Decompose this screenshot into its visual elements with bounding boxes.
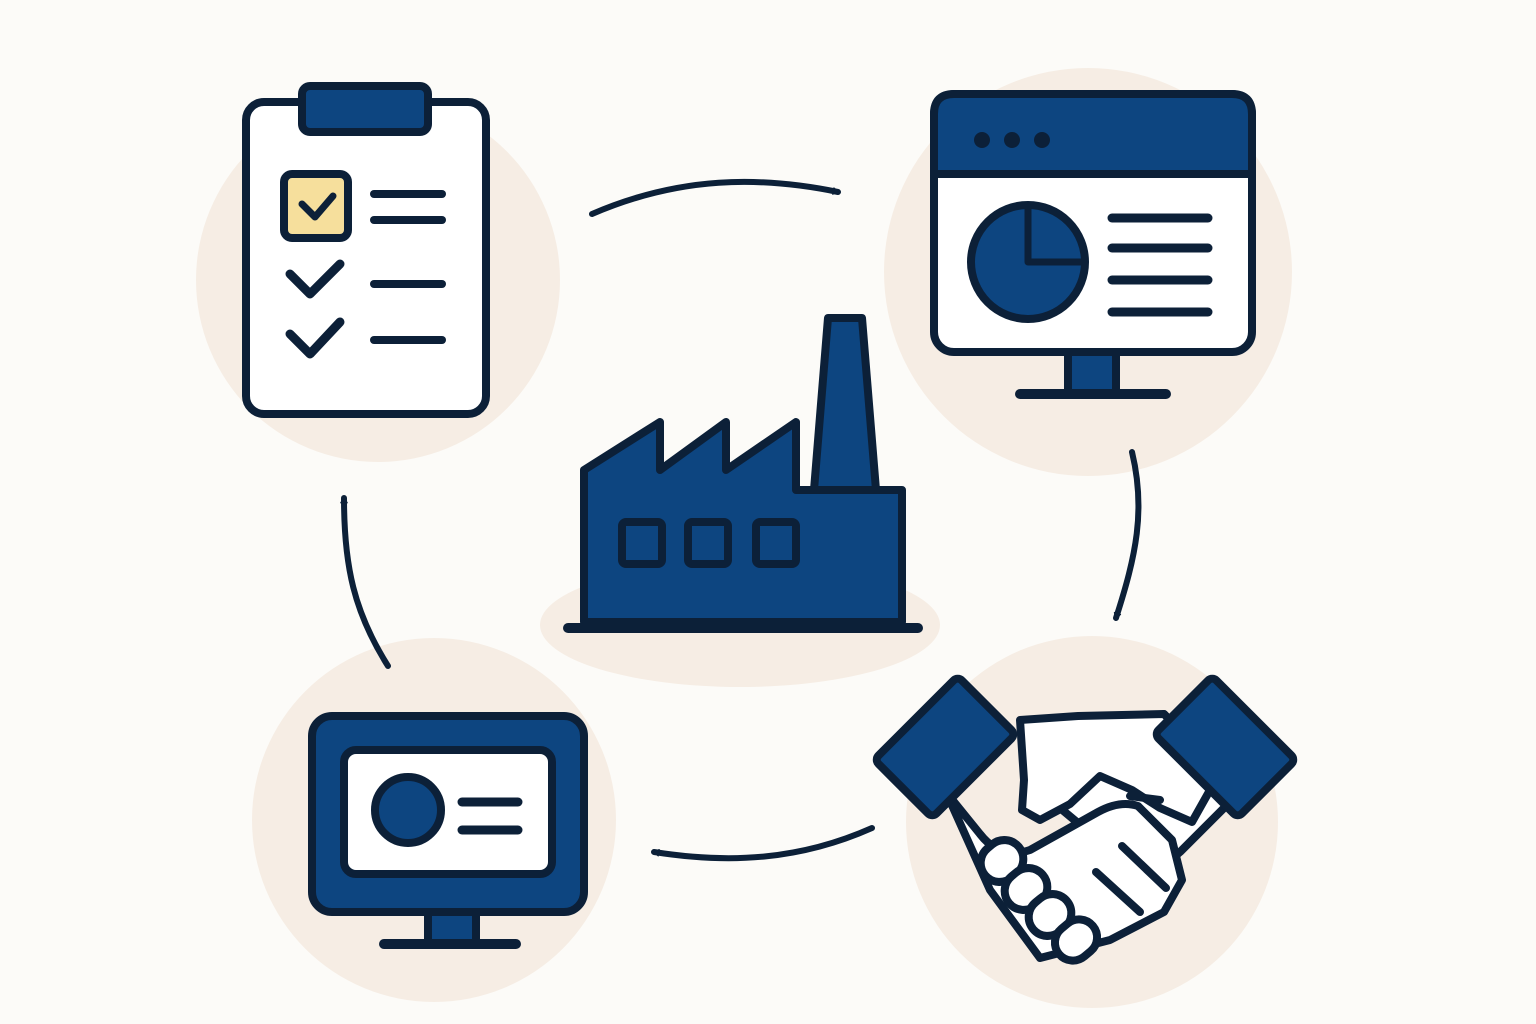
monitor-dashboard-icon [930, 90, 1256, 399]
clipboard-checklist-icon [242, 82, 490, 418]
arrow-checklist-to-analytics [589, 178, 841, 217]
handshake-icon [872, 674, 1298, 965]
arrow-analytics-to-deal [1113, 449, 1142, 621]
arrow-profile-to-checklist [340, 495, 391, 669]
monitor-profile-icon [308, 712, 588, 949]
arrow-deal-to-profile [651, 825, 875, 862]
factory-icon [563, 314, 923, 633]
